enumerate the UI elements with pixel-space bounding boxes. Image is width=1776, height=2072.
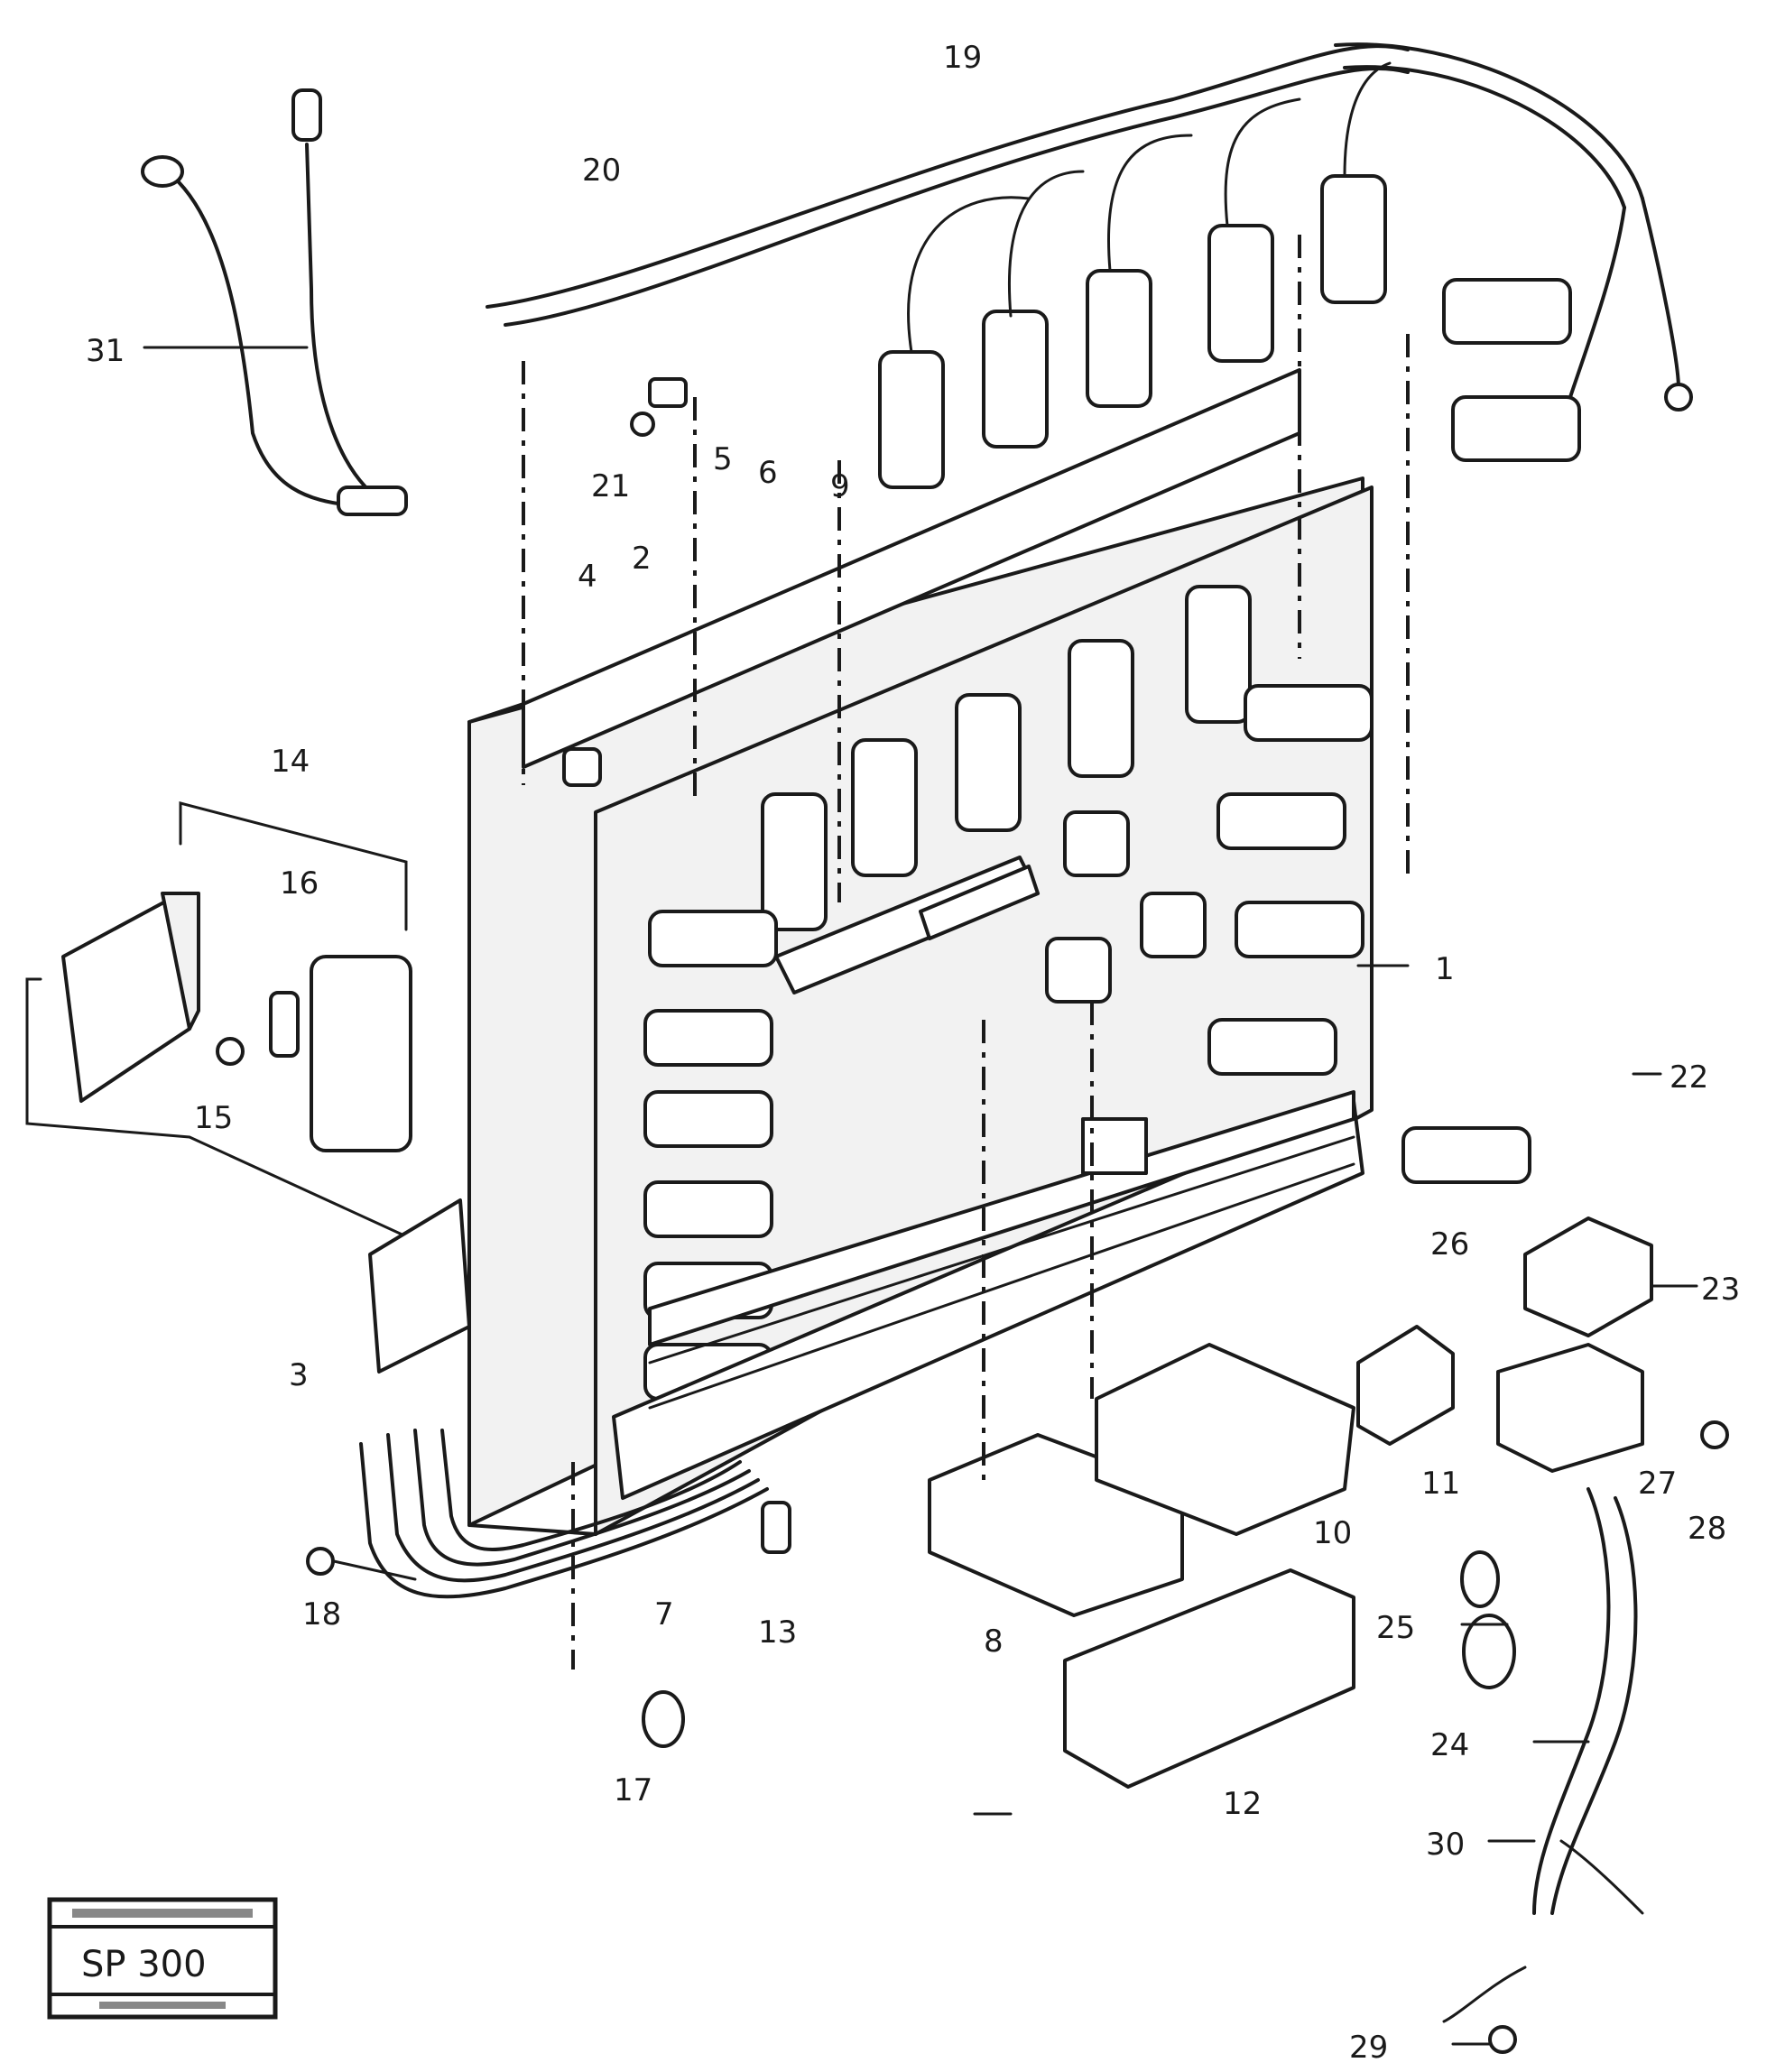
callout-11: 11 (1421, 1466, 1460, 1502)
callout-2: 2 (632, 541, 652, 577)
callout-3: 3 (289, 1357, 309, 1393)
cable-31 (141, 88, 408, 516)
callout-12: 12 (1223, 1786, 1262, 1822)
wiring-harness (486, 42, 1693, 412)
callout-28: 28 (1688, 1511, 1726, 1547)
callout-24: 24 (1430, 1727, 1469, 1763)
callout-numbers: 1 2 3 4 5 6 7 8 9 10 11 12 13 14 15 16 1… (86, 40, 1740, 2066)
small-parts (306, 377, 791, 1748)
callout-21: 21 (591, 468, 630, 504)
callout-20: 20 (582, 153, 621, 189)
callout-17: 17 (614, 1772, 652, 1808)
callout-5: 5 (713, 441, 733, 477)
relays-11-23-26 (1356, 1126, 1729, 1473)
modules-8-10-12 (928, 1343, 1355, 1789)
callout-7: 7 (654, 1596, 674, 1633)
callout-25: 25 (1376, 1610, 1415, 1646)
cable-24 (1442, 1487, 1644, 2054)
callout-1: 1 (1435, 951, 1455, 987)
bracket-assembly-14 (25, 801, 412, 1238)
callout-29: 29 (1349, 2030, 1388, 2066)
stamp-code: SP 300 (81, 1944, 207, 1985)
callout-22: 22 (1670, 1059, 1708, 1096)
guide-lines (522, 235, 1410, 1670)
callout-18: 18 (302, 1596, 341, 1633)
callout-30: 30 (1426, 1827, 1465, 1863)
callout-6: 6 (758, 455, 778, 491)
callout-10: 10 (1313, 1515, 1352, 1551)
callout-26: 26 (1430, 1226, 1469, 1263)
wire-bundle-7 (359, 1429, 769, 1599)
callout-4: 4 (578, 559, 597, 595)
callout-16: 16 (280, 865, 319, 902)
callout-9: 9 (830, 468, 850, 504)
callout-13: 13 (758, 1614, 797, 1651)
callout-8: 8 (984, 1623, 1004, 1660)
callout-31: 31 (86, 333, 125, 369)
catalog-stamp: SP 300 (47, 1897, 278, 2020)
callout-23: 23 (1701, 1272, 1740, 1308)
callout-14: 14 (271, 744, 310, 780)
leader-lines (143, 346, 1698, 2046)
callout-19: 19 (943, 40, 982, 76)
callout-15: 15 (194, 1100, 233, 1136)
plate-3 (368, 1198, 471, 1374)
fuse-strip (612, 1090, 1364, 1500)
callout-27: 27 (1638, 1466, 1677, 1502)
